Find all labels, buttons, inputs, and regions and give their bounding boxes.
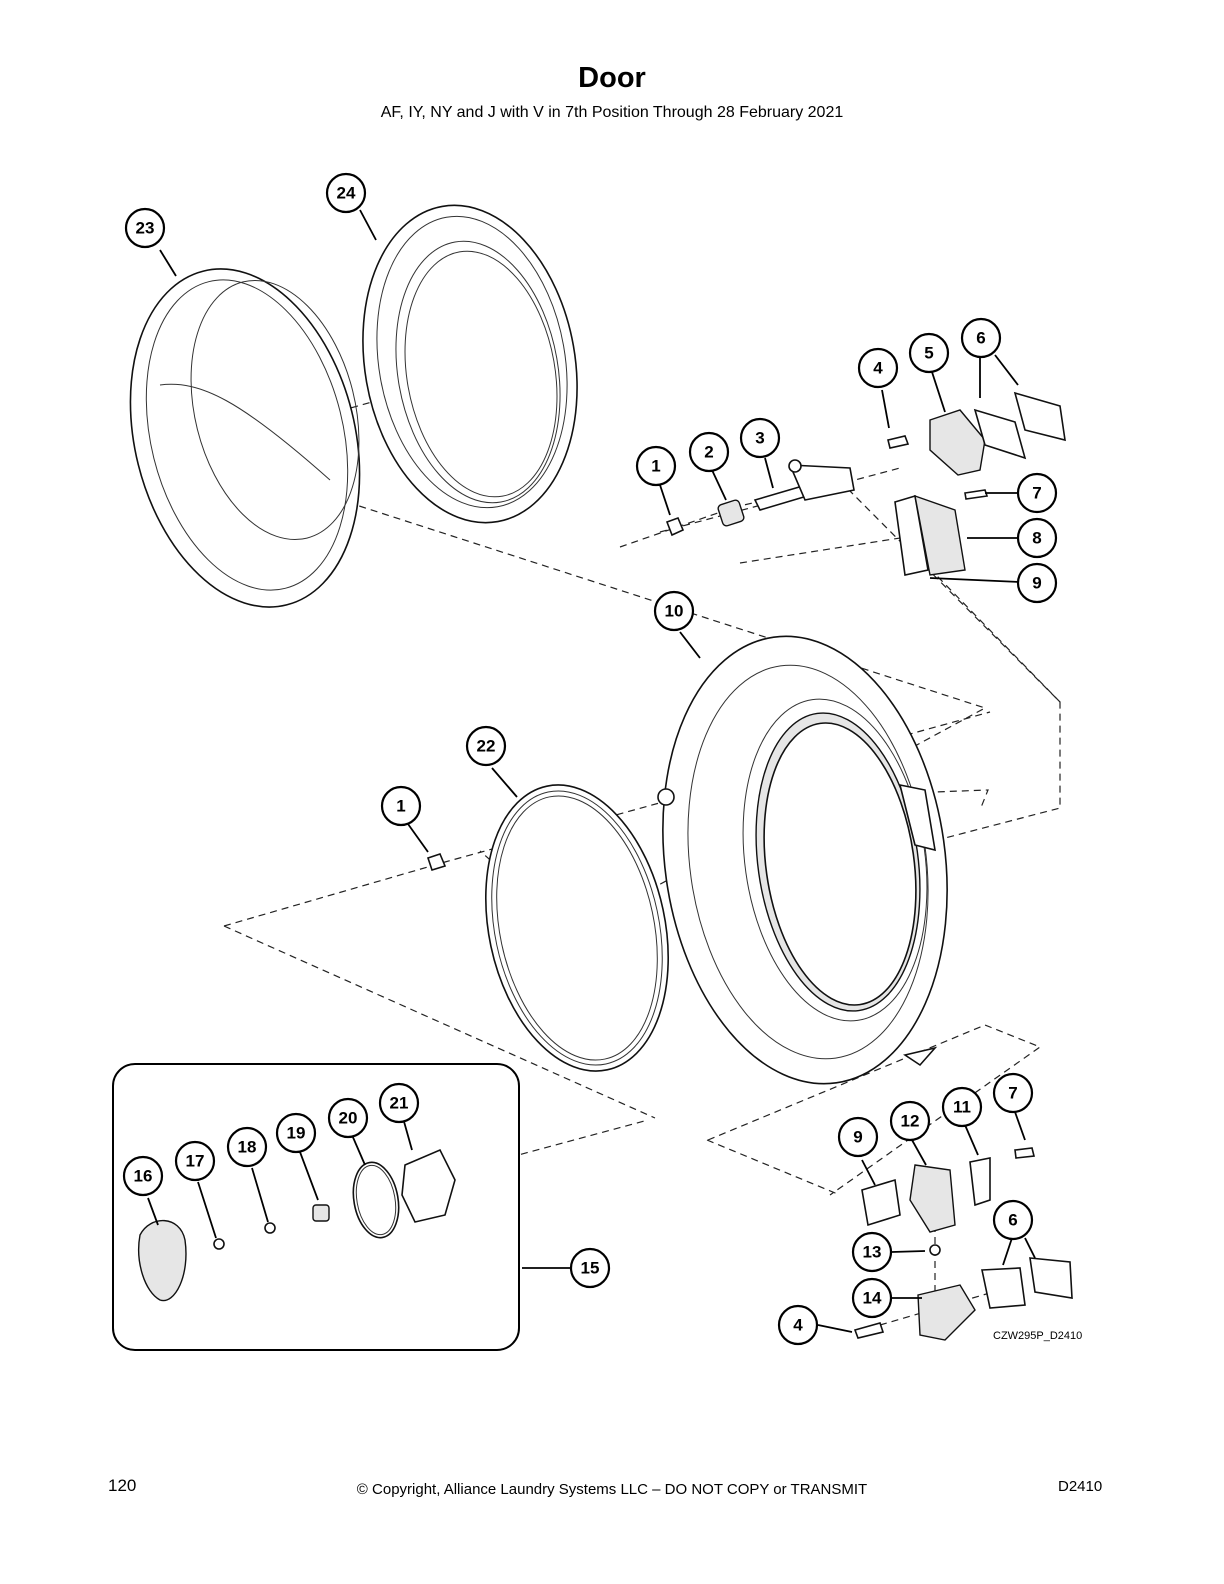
callout-23: 23 bbox=[124, 207, 166, 249]
svg-text:7: 7 bbox=[1032, 484, 1041, 503]
svg-text:1: 1 bbox=[396, 797, 405, 816]
lower-hinge-parts bbox=[853, 1147, 1073, 1341]
callout-15: 15 bbox=[569, 1247, 611, 1289]
callout-6-lower: 6 bbox=[992, 1199, 1034, 1241]
callout-19: 19 bbox=[275, 1112, 317, 1154]
callout-3: 3 bbox=[739, 417, 781, 459]
hinge-pin-parts bbox=[426, 459, 855, 871]
callout-10: 10 bbox=[653, 590, 695, 632]
svg-text:11: 11 bbox=[953, 1098, 971, 1117]
callout-18: 18 bbox=[226, 1126, 268, 1168]
svg-text:22: 22 bbox=[477, 737, 496, 756]
callout-6-upper: 6 bbox=[960, 317, 1002, 359]
svg-text:3: 3 bbox=[755, 429, 764, 448]
handle-kit-inset bbox=[112, 1063, 520, 1351]
callout-1-lower: 1 bbox=[380, 785, 422, 827]
svg-text:9: 9 bbox=[853, 1128, 862, 1147]
page-subtitle: AF, IY, NY and J with V in 7th Position … bbox=[380, 104, 844, 121]
svg-text:7: 7 bbox=[1008, 1084, 1017, 1103]
leader-lines bbox=[147, 209, 1036, 1333]
svg-text:15: 15 bbox=[581, 1259, 600, 1278]
callout-4-lower: 4 bbox=[777, 1304, 819, 1346]
page-title: Door bbox=[578, 62, 646, 94]
svg-text:12: 12 bbox=[901, 1112, 920, 1131]
page-number: 120 bbox=[108, 1476, 137, 1495]
callout-2: 2 bbox=[688, 431, 730, 473]
svg-text:1: 1 bbox=[651, 457, 660, 476]
svg-text:17: 17 bbox=[186, 1152, 205, 1171]
part-22-seal-ring bbox=[484, 784, 670, 1072]
svg-text:6: 6 bbox=[976, 329, 985, 348]
part-10-door-frame bbox=[657, 635, 948, 1085]
callout-24: 24 bbox=[325, 172, 367, 214]
svg-text:14: 14 bbox=[863, 1289, 882, 1308]
svg-text:13: 13 bbox=[863, 1243, 882, 1262]
svg-text:2: 2 bbox=[704, 443, 713, 462]
svg-text:8: 8 bbox=[1032, 529, 1041, 548]
svg-text:16: 16 bbox=[134, 1167, 153, 1186]
callout-9-lower: 9 bbox=[837, 1116, 879, 1158]
callout-13: 13 bbox=[851, 1231, 893, 1273]
callout-5: 5 bbox=[908, 332, 950, 374]
svg-text:21: 21 bbox=[390, 1094, 409, 1113]
svg-text:20: 20 bbox=[339, 1109, 358, 1128]
callout-8: 8 bbox=[1016, 517, 1058, 559]
svg-text:24: 24 bbox=[337, 184, 356, 203]
svg-text:18: 18 bbox=[238, 1138, 257, 1157]
callout-21: 21 bbox=[378, 1082, 420, 1124]
svg-text:5: 5 bbox=[924, 344, 933, 363]
svg-text:10: 10 bbox=[665, 602, 684, 621]
callout-11: 11 bbox=[941, 1086, 983, 1128]
svg-text:23: 23 bbox=[136, 219, 155, 238]
callout-14: 14 bbox=[851, 1277, 893, 1319]
part-24-gasket-ring bbox=[362, 204, 578, 524]
callout-7-upper: 7 bbox=[1016, 472, 1058, 514]
svg-text:4: 4 bbox=[873, 359, 883, 378]
callout-7-lower: 7 bbox=[992, 1072, 1034, 1114]
svg-text:4: 4 bbox=[793, 1316, 803, 1335]
svg-text:9: 9 bbox=[1032, 574, 1041, 593]
svg-text:19: 19 bbox=[287, 1124, 306, 1143]
callout-17: 17 bbox=[174, 1140, 216, 1182]
callout-16: 16 bbox=[122, 1155, 164, 1197]
callout-20: 20 bbox=[327, 1097, 369, 1139]
svg-text:6: 6 bbox=[1008, 1211, 1017, 1230]
callout-12: 12 bbox=[889, 1100, 931, 1142]
upper-hinge-parts bbox=[887, 391, 1066, 576]
callout-9-upper: 9 bbox=[1016, 562, 1058, 604]
drawing-code: CZW295P_D2410 bbox=[993, 1330, 1082, 1342]
callout-1-upper: 1 bbox=[635, 445, 677, 487]
part-23-front-ring bbox=[129, 268, 361, 608]
copyright-notice: © Copyright, Alliance Laundry Systems LL… bbox=[356, 1481, 868, 1498]
callout-22: 22 bbox=[465, 725, 507, 767]
document-code: D2410 bbox=[1058, 1478, 1103, 1495]
callout-4-upper: 4 bbox=[857, 347, 899, 389]
